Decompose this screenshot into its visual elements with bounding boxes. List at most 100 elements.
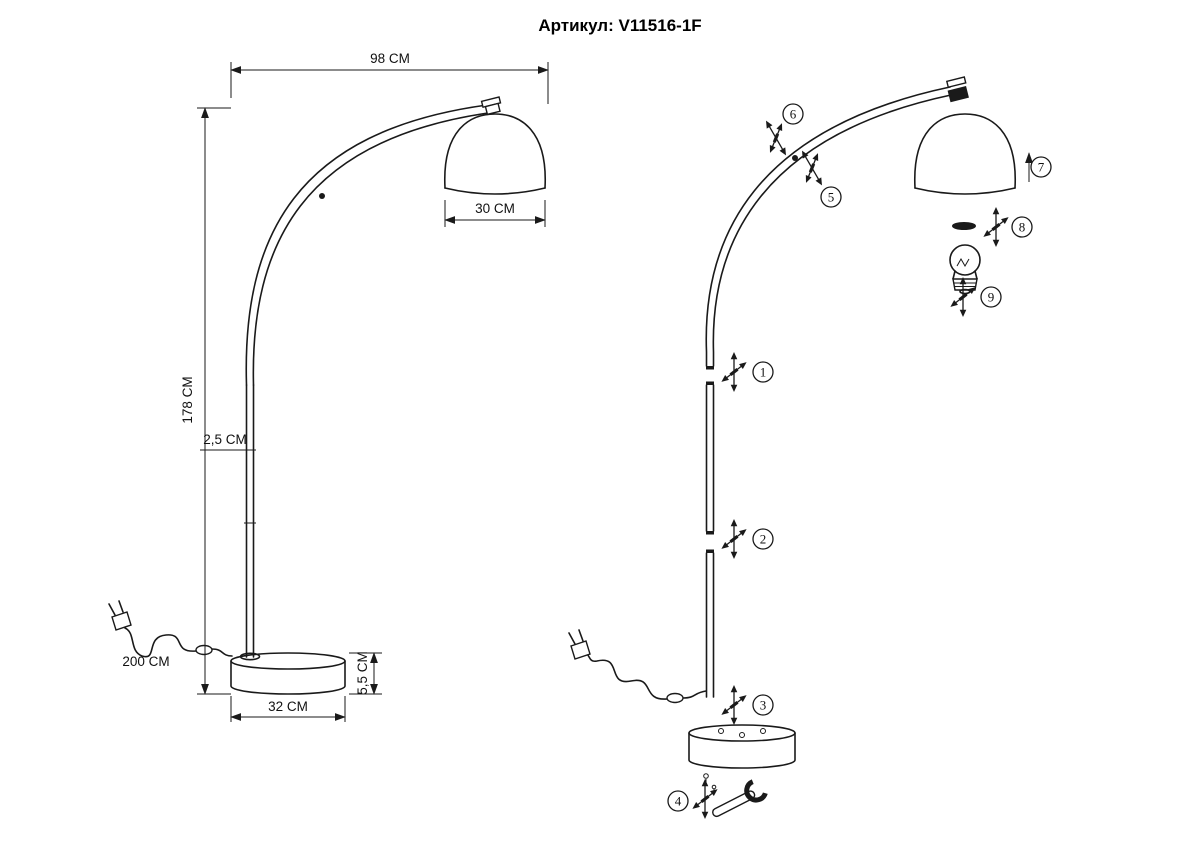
joint-connector: [706, 381, 714, 385]
step-number: 4: [675, 794, 682, 809]
arc-dot: [792, 155, 798, 161]
plug-prong: [578, 629, 584, 642]
dimension-arc-reach: 98 CM: [230, 51, 549, 104]
plug-body: [111, 611, 132, 631]
power-cord: [108, 600, 233, 658]
step-number: 6: [790, 107, 797, 122]
joint-connector: [706, 531, 714, 535]
right-assembly-view: 1 2 3 4 5 6 7 8: [568, 76, 1052, 820]
pole-segment-lower: [705, 549, 715, 698]
step-marker-6: 6: [782, 103, 804, 125]
arc-inner-line: [712, 94, 952, 367]
dim-label-pole-diameter: 2,5 CM: [203, 432, 247, 447]
light-bulb-icon: [949, 244, 981, 295]
dimension-shade-diameter: 30 CM: [444, 200, 546, 227]
bulb-neck: [952, 270, 956, 280]
bulb-neck: [974, 270, 978, 280]
assembly-power-cord: [568, 629, 707, 704]
dimension-pole-diameter: 2,5 CM: [200, 432, 247, 451]
shade-dome: [914, 113, 1016, 189]
wrench-jaw: [744, 779, 768, 803]
screw-icon-step8: [980, 206, 1012, 248]
dimension-base-diameter: 32 CM: [230, 696, 346, 722]
step-marker-1: 1: [752, 361, 774, 383]
assembly-socket: [945, 76, 969, 103]
shade-rim: [914, 187, 1016, 195]
pole-segment-middle: [705, 381, 715, 535]
wrench-icon: [712, 779, 768, 818]
dim-label-total-height: 178 CM: [180, 376, 195, 423]
step-marker-8: 8: [1011, 216, 1033, 238]
plug-prong: [108, 603, 116, 616]
arc-dot: [319, 193, 325, 199]
washer-ring: [952, 222, 976, 230]
dim-label-arc-reach: 98 CM: [370, 51, 410, 66]
power-plug: [568, 629, 591, 660]
step-number: 2: [760, 532, 767, 547]
lamp-shade: [444, 113, 546, 195]
assembly-shade: [914, 113, 1016, 195]
step-number: 3: [760, 698, 767, 713]
dim-label-shade-diameter: 30 CM: [475, 201, 515, 216]
screw-head: [711, 784, 717, 790]
joint-connector: [706, 366, 714, 370]
bulb-filament: [956, 257, 970, 268]
step-number: 8: [1019, 220, 1026, 235]
plug-prong: [118, 600, 124, 613]
shade-dome: [444, 113, 546, 189]
screw-icon-step1: [718, 351, 750, 393]
socket-body: [947, 86, 969, 103]
lamp-base: [230, 652, 346, 695]
base-hole: [760, 728, 766, 734]
step-number: 7: [1038, 160, 1045, 175]
dimension-base-height: 5,5 CM: [349, 651, 382, 695]
step-marker-5: 5: [820, 186, 842, 208]
step-number: 1: [760, 365, 767, 380]
base-hole: [718, 728, 724, 734]
shade-rim: [444, 187, 546, 195]
base-top: [230, 652, 346, 670]
step-marker-4: 4: [667, 790, 689, 812]
cord-segment: [211, 648, 233, 657]
step-number: 9: [988, 290, 995, 305]
socket-body: [484, 102, 501, 116]
base-hole: [739, 732, 745, 738]
screw-icon-step2: [718, 518, 750, 560]
step-marker-3: 3: [752, 694, 774, 716]
cord-switch: [666, 692, 684, 704]
arc-outer-line: [705, 86, 951, 367]
lamp-arc: [245, 104, 489, 386]
screw-head: [703, 773, 709, 779]
base-side: [688, 732, 796, 769]
dim-label-base-height: 5,5 CM: [355, 651, 370, 695]
plug-prong: [568, 632, 576, 645]
plug-body: [570, 640, 591, 660]
left-dimension-view: 98 CM 30 CM 178 CM 2,5 CM 200 CM: [108, 51, 549, 722]
dim-label-cord-length: 200 CM: [122, 654, 169, 669]
assembly-base: [688, 724, 796, 769]
step-marker-9: 9: [980, 286, 1002, 308]
bulb-screw-base: [952, 278, 978, 291]
arc-inner-line: [252, 112, 489, 386]
step-marker-7: 7: [1030, 156, 1052, 178]
cord-switch: [195, 644, 213, 656]
lamp-pole: [239, 384, 261, 661]
bulb-glass: [949, 244, 981, 276]
dim-label-base-diameter: 32 CM: [268, 699, 308, 714]
socket-cap: [945, 76, 967, 89]
wrench-handle: [712, 790, 756, 818]
joint-connector: [706, 549, 714, 553]
arc-outer-line: [245, 104, 488, 386]
power-plug: [108, 600, 132, 631]
step-marker-2: 2: [752, 528, 774, 550]
step-number: 5: [828, 190, 835, 205]
screw-icon-step3: [718, 684, 750, 726]
page-title: Артикул: V11516-1F: [538, 16, 701, 35]
cord-tangle: [124, 627, 197, 658]
cord-segment: [682, 690, 707, 699]
lamp-socket: [480, 96, 502, 116]
assembly-arc: [705, 86, 952, 370]
dimension-total-height: 178 CM: [180, 107, 231, 695]
